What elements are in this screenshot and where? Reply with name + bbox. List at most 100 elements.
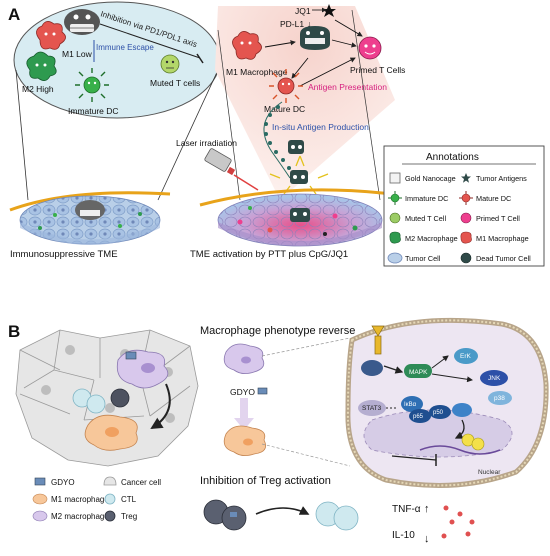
mapk-icon <box>404 364 432 378</box>
ikb-icon <box>401 396 423 412</box>
legend-label: M1 macrophage <box>51 495 109 504</box>
ctl-cells-icon <box>315 501 359 531</box>
conversion-arrow <box>150 383 171 430</box>
legend-label: GDYO <box>51 478 75 487</box>
ikb-label: IκBα <box>404 402 417 408</box>
treg-arrow <box>255 506 310 515</box>
p50-icon <box>429 405 451 419</box>
immature-dc-label: Immature DC <box>68 106 119 116</box>
p38-label: p38 <box>494 395 505 402</box>
jq1-label: JQ1 <box>295 6 311 16</box>
svg-text:↓: ↓ <box>307 19 312 29</box>
erk-label: ErK <box>460 353 472 360</box>
stat3-label: STAT3 <box>362 405 382 412</box>
annotation-label: Tumor Cell <box>405 254 441 263</box>
gdyo-icon <box>34 477 46 486</box>
tumor-face-icon <box>64 9 100 35</box>
treg-cells-icon <box>203 499 247 531</box>
m1-macrophage-cluster-icon <box>84 414 138 451</box>
mature-dc-icon <box>459 191 473 205</box>
annotation-label: M2 Macrophage <box>405 234 458 243</box>
laser-device-icon <box>204 148 259 191</box>
p65-label: p65 <box>413 414 424 420</box>
annotations-title: Annotations <box>426 152 479 163</box>
m1-icon <box>460 231 472 244</box>
gold-nanocage-stack-icon <box>269 140 329 195</box>
pdl1-label: PD-L1 <box>280 19 304 29</box>
caption-left: Immunosuppressive TME <box>10 249 118 260</box>
ctl-cluster-icon <box>72 388 106 414</box>
p38-icon <box>488 391 512 405</box>
p50-label: p50 <box>433 410 444 416</box>
annotation-label: M1 Macrophage <box>476 234 529 243</box>
mature-dc-icon <box>269 69 303 103</box>
tnf-up-icon: ↑ <box>424 503 430 515</box>
muted-t-label: Muted T cells <box>150 78 200 88</box>
m2-macrophage-icon <box>32 510 48 522</box>
annotation-label: Gold Nanocage <box>405 174 456 183</box>
m2-macrophage-icon <box>26 51 57 81</box>
legend-label: Treg <box>121 512 137 521</box>
primed-t-icon <box>460 212 472 224</box>
dead-tumor-icon <box>460 252 472 264</box>
treg-icon <box>104 510 116 522</box>
jnk-label: JNK <box>488 375 501 382</box>
caption-right: TME activation by PTT plus CpG/JQ1 <box>190 249 348 260</box>
primed-t-label: Primed T Cells <box>350 65 405 75</box>
m1-macrophage-icon <box>36 21 66 50</box>
legend-label: Cancer cell <box>121 478 161 487</box>
il10-label: IL-10 <box>392 530 415 541</box>
gdyo-label: GDYO <box>230 387 255 397</box>
panel-a-letter: A <box>8 5 20 24</box>
mature-dc-label: Mature DC <box>264 104 305 114</box>
zoom-line-right <box>157 69 219 201</box>
stat3-icon <box>358 400 386 416</box>
legend-label: M2 macrophage <box>51 512 109 521</box>
nuclear-label: Nuclear <box>478 469 501 476</box>
m2-macrophage-cluster-icon <box>116 349 169 389</box>
laser-label: Laser irradiation <box>176 138 237 148</box>
beam-region <box>215 6 395 200</box>
legend-label: CTL <box>121 495 137 504</box>
gdyo-particle-icon <box>125 351 137 360</box>
immature-dc-icon <box>75 68 109 102</box>
p65-icon <box>409 409 431 423</box>
inhibition-line <box>99 23 201 59</box>
cytokine-dots <box>441 505 475 539</box>
dna-icon <box>419 445 501 455</box>
annotation-label: Dead Tumor Cell <box>476 254 531 263</box>
erk-icon <box>454 348 478 364</box>
zoom-line-left <box>15 69 29 201</box>
annotation-label: Tumor Antigens <box>476 174 527 183</box>
m1-macrophage-label: M1 Macrophage <box>226 67 288 77</box>
m1-low-label: M1 Low <box>62 49 93 59</box>
dead-tumor-face-icon <box>300 26 330 50</box>
tumor-mass-left <box>9 191 171 245</box>
immune-escape-label: Immune Escape <box>96 43 154 52</box>
m1-macrophage-icon <box>32 493 48 505</box>
m2-small-icon <box>223 343 265 374</box>
treg-cluster-icon <box>110 388 130 408</box>
annotation-label: Muted T Cell <box>405 214 446 223</box>
ctl-icon <box>104 493 116 505</box>
annotation-label: Primed T Cell <box>476 214 520 223</box>
receptor-icon <box>371 325 385 355</box>
il10-down-icon: ↓ <box>424 533 430 545</box>
m1-macrophage-right-icon <box>232 31 262 60</box>
muted-t-icon <box>160 54 180 74</box>
m2-high-label: M2 High <box>22 84 54 94</box>
nanocage-icon <box>389 172 401 184</box>
phenotype-arrow <box>234 398 254 430</box>
mapk-label: MAPK <box>409 369 428 376</box>
jq1-star-icon <box>322 4 336 17</box>
nfkb-icon <box>452 403 472 417</box>
primed-t-icon <box>358 36 382 60</box>
annotations-box <box>383 145 545 267</box>
tnf-label: TNF-α <box>392 504 421 515</box>
treg-title: Inhibition of Treg activation <box>200 475 331 487</box>
antigen-dots <box>264 105 291 170</box>
tumor-cell-icon <box>387 252 403 264</box>
